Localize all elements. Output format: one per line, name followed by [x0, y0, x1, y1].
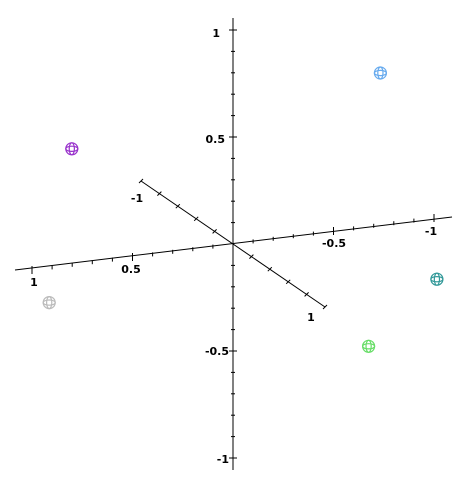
data-point — [65, 142, 79, 156]
z-tick-label-half: 0.5 — [121, 263, 141, 276]
data-point — [42, 296, 56, 310]
x-axis-tick — [304, 292, 309, 297]
x-axis-line — [140, 180, 326, 308]
x-axis-tick — [138, 178, 144, 184]
tick-labels-layer: 1 0.5 -0.5 -1 1 0.5 -0.5 -1 -1 1 — [30, 27, 437, 466]
x-axis-tick — [285, 279, 291, 285]
x-axis-tick — [322, 304, 328, 310]
x-axis-tick — [193, 216, 199, 222]
x-axis-tick — [267, 266, 273, 272]
x-axis-tick — [157, 191, 162, 196]
x-axis-tick — [212, 229, 217, 234]
axes-layer — [14, 18, 453, 470]
data-point — [430, 272, 444, 286]
points-layer — [42, 66, 444, 353]
y-tick-label-neg-half: -0.5 — [205, 345, 229, 358]
x-tick-label-pos: 1 — [307, 311, 315, 324]
z-axis-line — [14, 216, 453, 271]
z-tick-label-right: -1 — [425, 225, 437, 238]
y-tick-label-bottom: -1 — [217, 453, 229, 466]
x-axis-tick — [249, 254, 254, 259]
ticks-layer — [31, 29, 435, 459]
y-tick-label-top: 1 — [212, 27, 220, 40]
data-point — [362, 339, 376, 353]
y-tick-label-half: 0.5 — [206, 133, 226, 146]
x-tick-label-neg: -1 — [131, 192, 143, 205]
data-point — [373, 66, 387, 80]
z-tick-label-neg-half: -0.5 — [322, 237, 346, 250]
x-axis-tick — [175, 203, 181, 209]
z-tick-label-left: 1 — [30, 276, 38, 289]
